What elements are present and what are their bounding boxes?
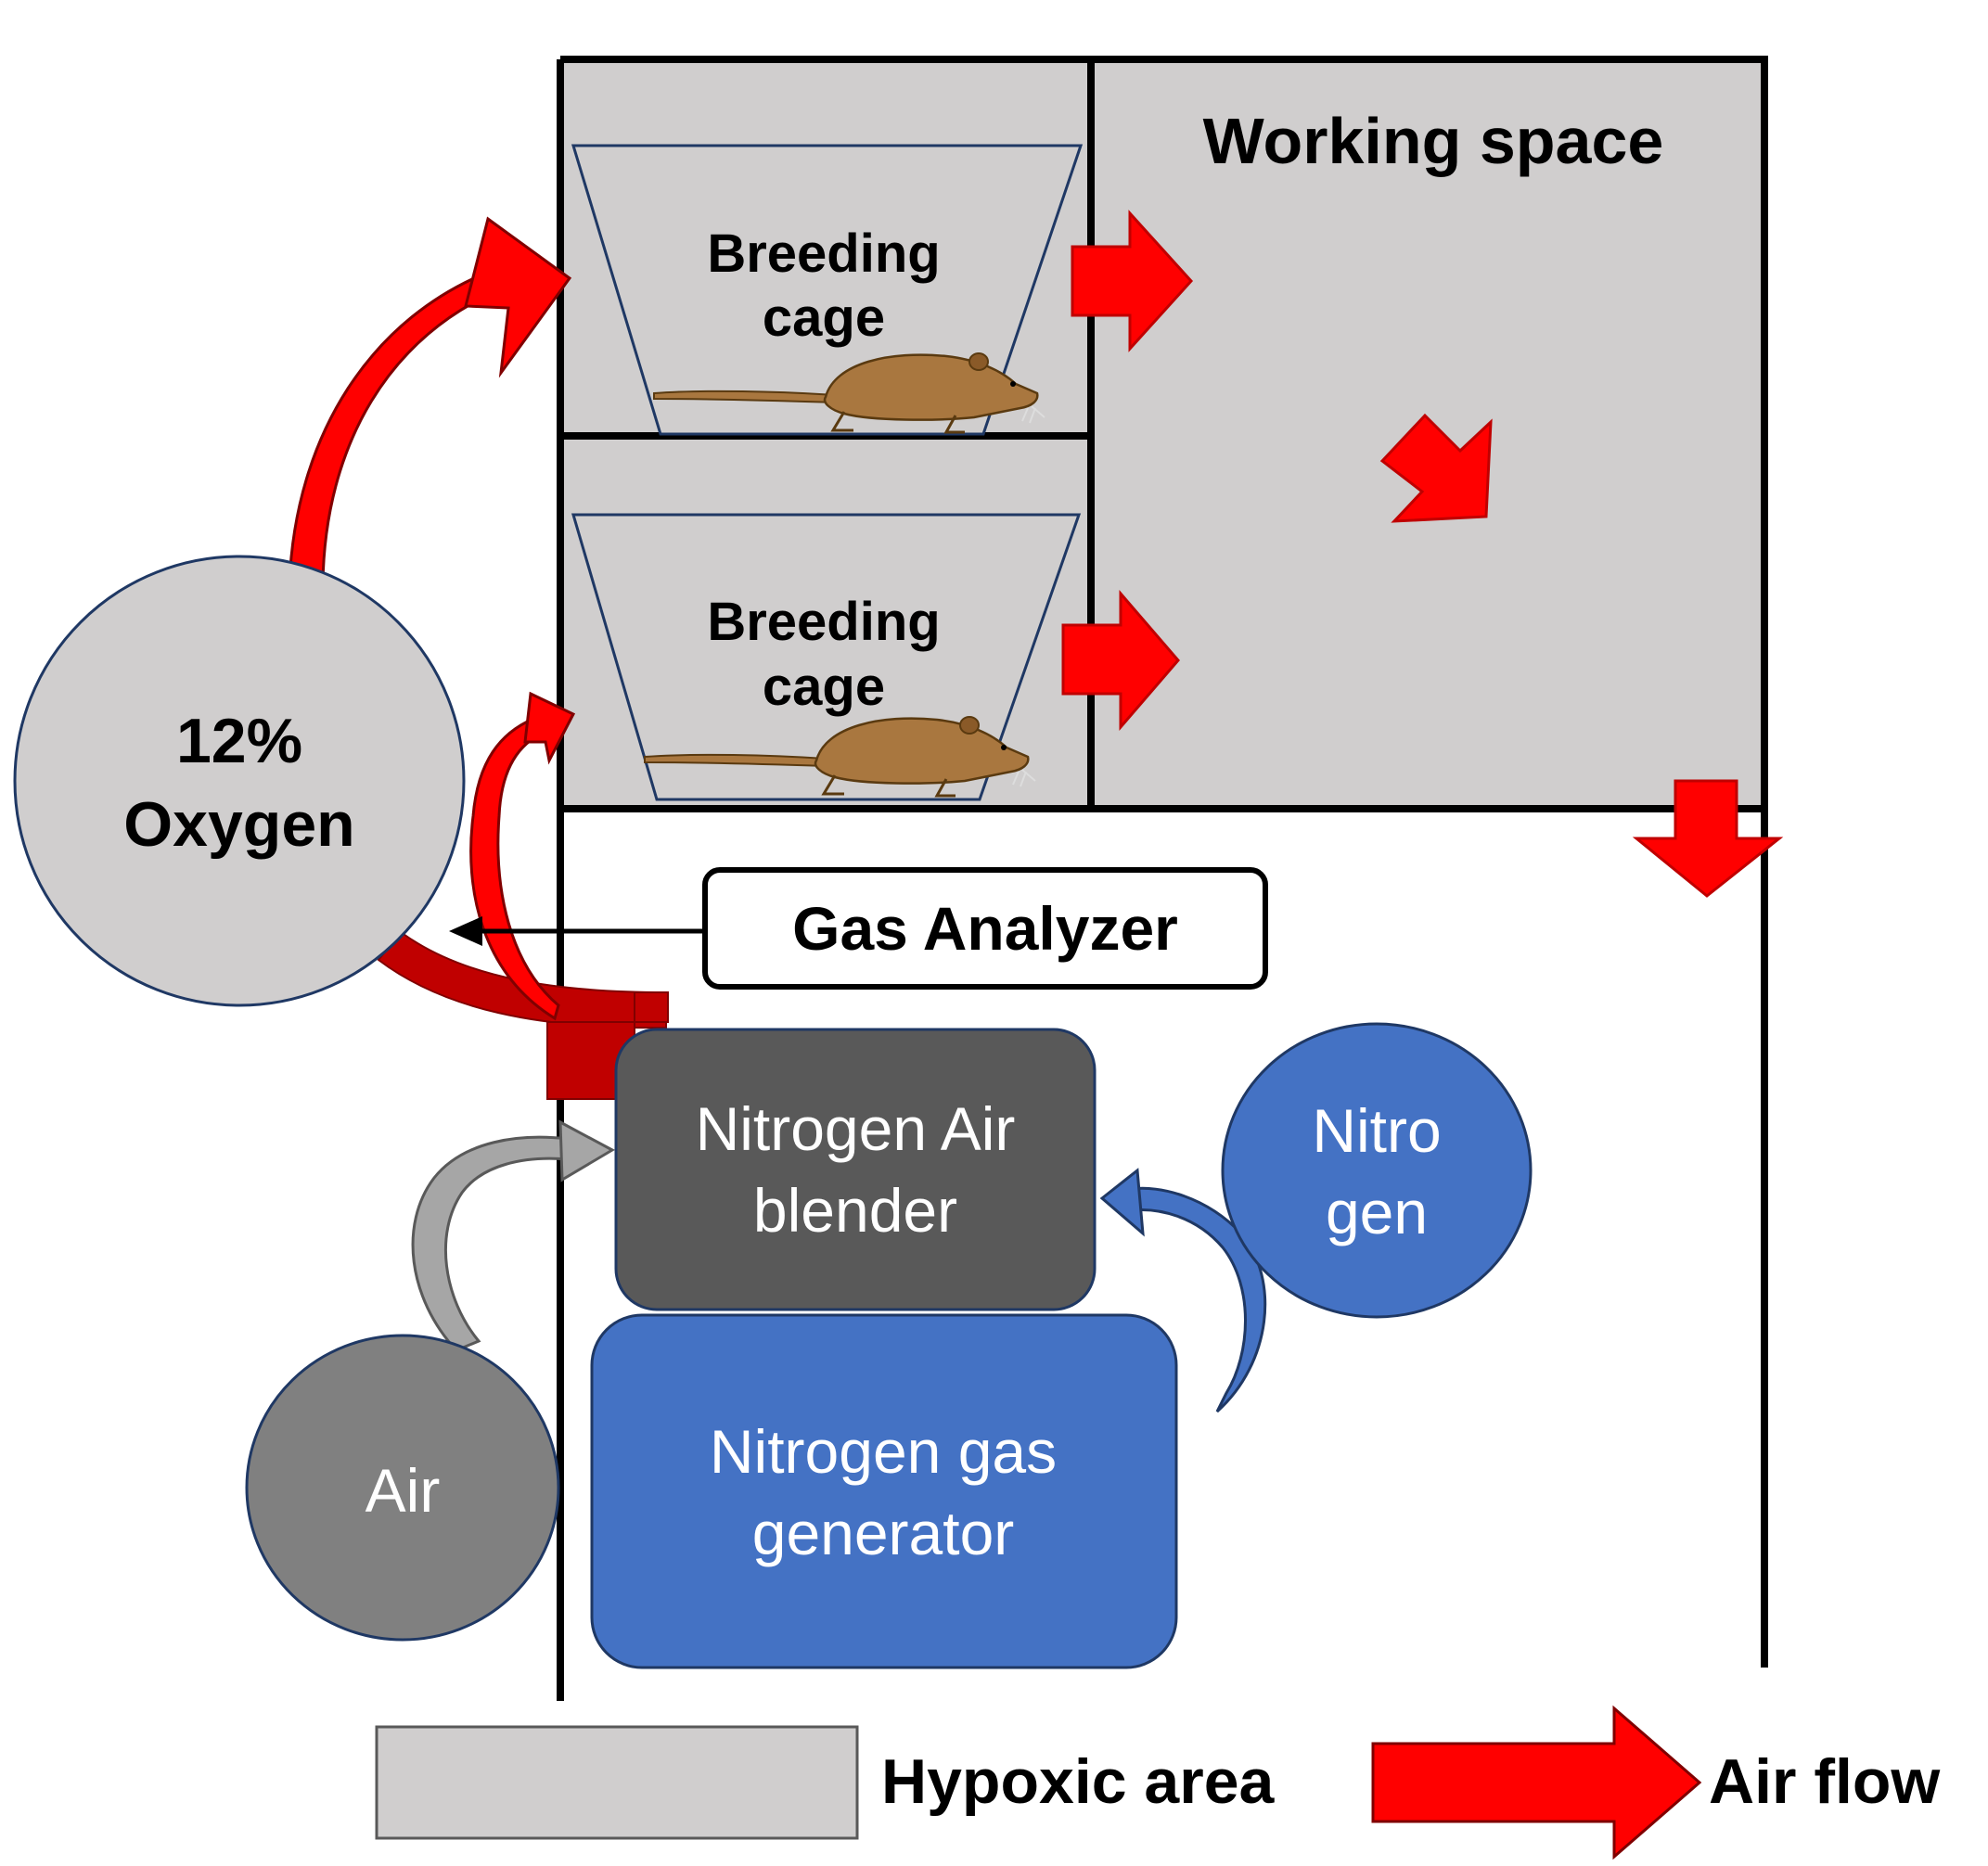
nitrogen-label-line2: gen <box>1326 1178 1428 1246</box>
nitrogen-circle <box>1221 1022 1533 1319</box>
breeding-cage-bottom-label-line1: Breeding <box>707 592 940 652</box>
oxygen-to-top-cage-arrow-shaft <box>288 267 508 586</box>
legend-hypoxic-label: Hypoxic area <box>881 1746 1276 1817</box>
nitrogen-to-blender-arrow-head <box>1099 1168 1145 1237</box>
legend-hypoxic-swatch <box>375 1725 859 1840</box>
gas-analyzer-arrow-head <box>449 916 482 946</box>
blender-label-line1: Nitrogen Air <box>696 1094 1016 1163</box>
working-space-label: Working space <box>1203 105 1664 177</box>
generator-label-line2: generator <box>752 1499 1015 1567</box>
oxygen-to-top-cage-arrow-head <box>464 216 572 378</box>
nitrogen-air-blender-box <box>614 1028 1097 1311</box>
gas-analyzer-box <box>702 867 1268 990</box>
airflow-arrow-exhaust <box>1632 779 1784 898</box>
breeding-cage-top-label-line1: Breeding <box>707 224 940 284</box>
nitrogen-label-line1: Nitro <box>1312 1096 1441 1165</box>
generator-label-line1: Nitrogen gas <box>710 1417 1057 1486</box>
air-to-blender-arrow-shaft <box>411 1135 570 1352</box>
air-to-blender-arrow-head <box>558 1119 616 1182</box>
blender-label-line2: blender <box>753 1176 957 1245</box>
legend-airflow-arrow <box>1371 1705 1702 1860</box>
breeding-cage-bottom-label-line2: cage <box>763 657 885 717</box>
airflow-arrow-bottom-cage <box>1061 589 1180 732</box>
oxygen-label-line1: 12% <box>176 706 302 776</box>
airflow-arrow-working-space <box>1379 413 1493 523</box>
air-label: Air <box>366 1456 441 1525</box>
gas-analyzer-label: Gas Analyzer <box>792 894 1178 963</box>
blender-output-connector <box>546 991 669 1100</box>
oxygen-label-line2: Oxygen <box>123 789 354 860</box>
air-circle <box>245 1334 560 1642</box>
nitrogen-gas-generator-box <box>590 1313 1178 1669</box>
legend-airflow-label: Air flow <box>1709 1746 1941 1817</box>
blender-to-bottom-cage-arrow-head <box>523 691 576 765</box>
breeding-cage-top-label-line2: cage <box>763 288 885 348</box>
airflow-arrow-top-cage <box>1071 210 1194 352</box>
oxygen-level-circle <box>13 555 466 1007</box>
